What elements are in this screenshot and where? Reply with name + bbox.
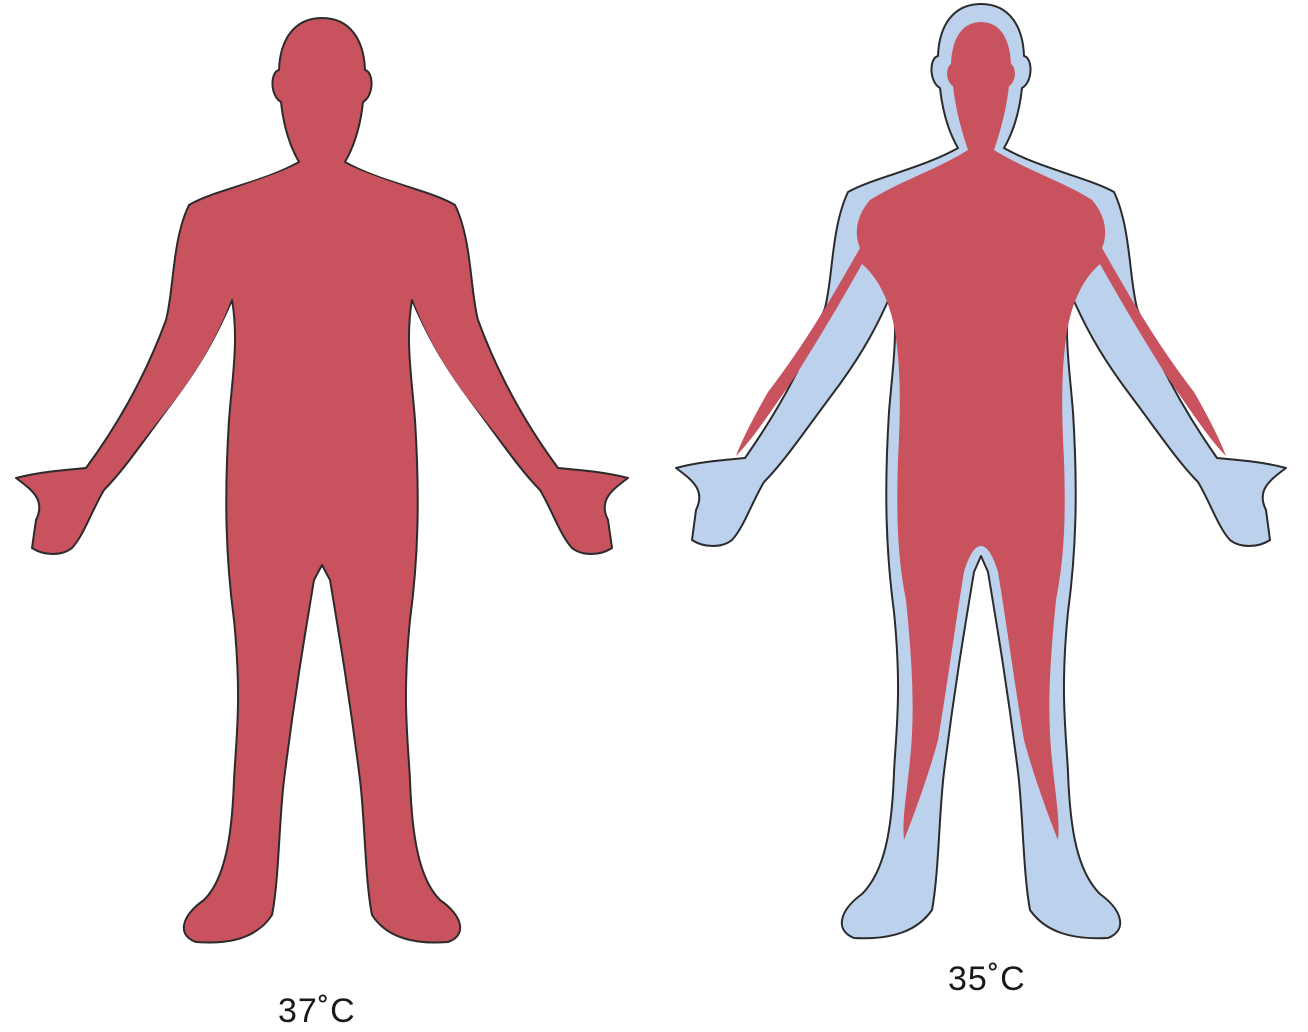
body-figure-37c-svg: [0, 0, 654, 960]
body-figure-37c: [0, 0, 654, 960]
warm-core-37c: [26, 24, 618, 936]
warm-core-35c: [736, 22, 1226, 840]
body-figure-35c: [654, 0, 1308, 960]
body-figure-35c-svg: [654, 0, 1308, 960]
temperature-label-35c: 35˚C: [948, 960, 1026, 999]
temperature-label-37c: 37˚C: [278, 992, 356, 1031]
